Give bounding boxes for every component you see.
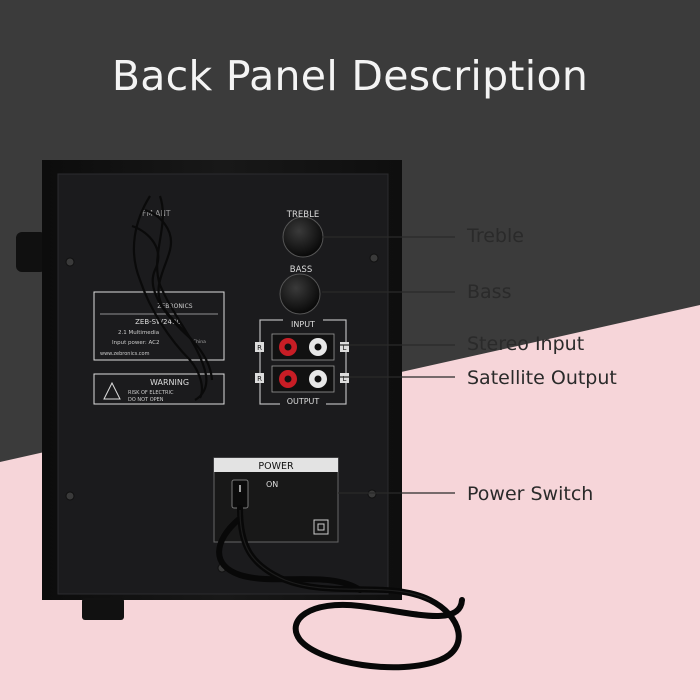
power-switch (231, 479, 249, 509)
bass-panel-label: BASS (290, 265, 312, 275)
plate-model: ZEB-SW2490 (135, 318, 181, 326)
callout-stereo-input: Stereo Input (467, 333, 585, 355)
side-volume-knob (16, 232, 46, 272)
warning-heading: WARNING (150, 378, 189, 387)
output-r-marker: R (257, 375, 262, 383)
fm-antenna-label: FM ANT (142, 209, 171, 218)
warning-label: WARNING RISK OF ELECTRIC DO NOT OPEN (93, 373, 225, 405)
input-r-marker: R (257, 344, 262, 352)
callout-leader-lines (322, 236, 455, 494)
output-panel-label: OUTPUT (287, 397, 320, 406)
input-panel-label: INPUT (291, 320, 315, 329)
warning-triangle-icon (103, 381, 121, 400)
double-insulation-icon (313, 519, 329, 535)
callout-bass: Bass (467, 281, 512, 303)
plate-origin: China (193, 339, 206, 345)
bass-knob (279, 273, 321, 315)
plate-product: 2.1 Multimedia (118, 330, 159, 336)
plate-website: www.zebronics.com (100, 351, 150, 357)
fm-antenna-wire (131, 195, 214, 401)
treble-knob (282, 216, 324, 258)
power-panel-label: POWER (258, 461, 294, 472)
plate-brand: ZEBRONICS (157, 303, 192, 310)
on-label: ON (266, 480, 278, 489)
stereo-input-jacks (271, 333, 335, 361)
callout-power-switch: Power Switch (467, 483, 594, 505)
satellite-output-jacks (271, 365, 335, 393)
plate-power: Input power: AC2 (112, 340, 160, 346)
treble-panel-label: TREBLE (286, 210, 319, 220)
input-l-marker: L (343, 344, 347, 352)
callout-treble: Treble (467, 225, 524, 247)
speaker-foot (82, 598, 124, 620)
warning-line1: RISK OF ELECTRIC (128, 390, 174, 396)
output-l-marker: L (343, 375, 347, 383)
callout-satellite-output: Satellite Output (467, 367, 617, 389)
page-title: Back Panel Description (111, 52, 589, 100)
power-panel: POWER ON (213, 457, 339, 543)
warning-line2: DO NOT OPEN (128, 397, 164, 403)
